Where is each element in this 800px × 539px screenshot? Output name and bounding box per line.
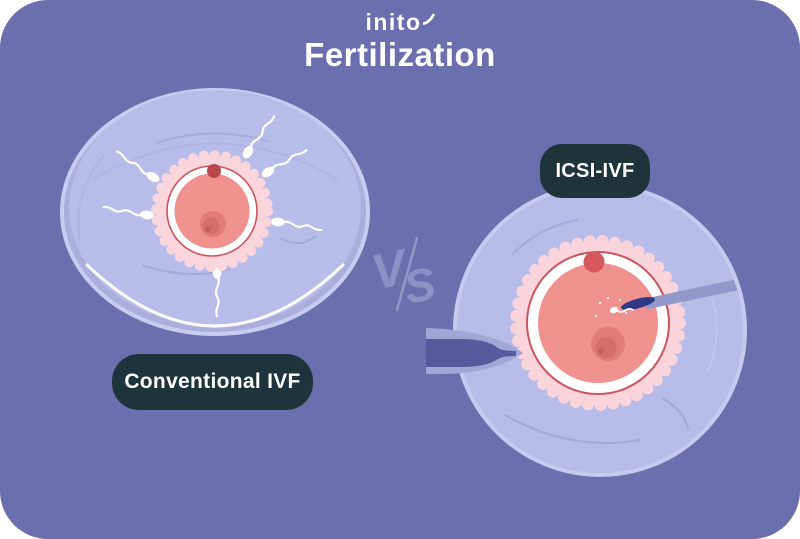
vs-slash: [395, 236, 419, 312]
polar-body: [583, 251, 605, 273]
cytoplasm: [174, 173, 250, 249]
logo-wordmark: inito: [365, 9, 422, 35]
icsi-ivf-label: ICSI-IVF: [540, 144, 650, 198]
cytoplasm: [538, 263, 658, 383]
egg-cell: [151, 150, 273, 272]
page-title: Fertilization: [304, 36, 496, 73]
egg-cell-icsi: [510, 235, 686, 411]
holding-pipette: [426, 328, 523, 375]
needle-shaft: [644, 276, 743, 310]
conventional-ivf-label: Conventional IVF: [112, 354, 313, 410]
polar-body: [207, 164, 221, 178]
injected-sperm: [609, 306, 634, 314]
injection-speckles: [594, 296, 628, 318]
brand-logo: inito: [0, 9, 800, 35]
needle-tip: [621, 297, 655, 310]
medium-ripples-right: [504, 219, 718, 444]
logo-tail-flourish: [422, 13, 435, 25]
icsi-ivf-illustration: [426, 183, 747, 477]
vs-mark: V S: [367, 236, 440, 314]
injection-needle: [594, 276, 743, 318]
medium-ripples: [141, 132, 317, 276]
vs-letter-s: S: [399, 256, 440, 313]
conventional-ivf-illustration: [60, 88, 370, 336]
